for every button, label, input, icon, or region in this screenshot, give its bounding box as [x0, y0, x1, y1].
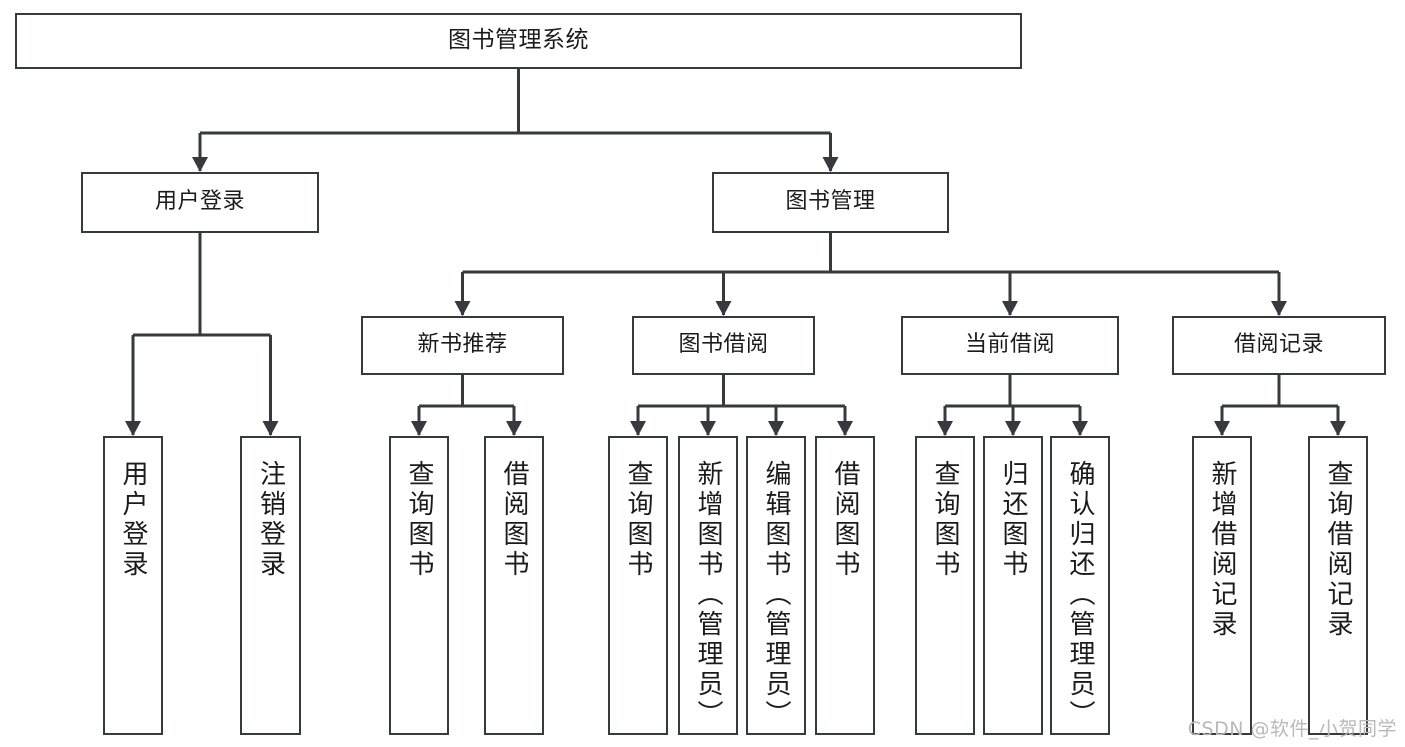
node-label: 用户登录: [154, 189, 245, 215]
node-leaf-13[interactable]: 查询借阅记录: [1308, 436, 1368, 735]
arrowhead-icon: [822, 157, 839, 172]
node-leaf-3[interactable]: 查询图书: [389, 436, 449, 735]
arrowhead-icon: [411, 421, 427, 436]
arrowhead-icon: [837, 421, 853, 436]
node-login[interactable]: 用户登录: [81, 172, 319, 233]
node-label: 编辑图书（管理员）: [761, 460, 791, 730]
arrowhead-icon: [1002, 301, 1018, 316]
node-root[interactable]: 图书管理系统: [15, 13, 1022, 69]
arrowhead-icon: [506, 421, 522, 436]
node-leaf-2[interactable]: 注销登录: [240, 436, 301, 735]
arrowhead-icon: [768, 421, 784, 436]
node-label: 新增图书（管理员）: [693, 460, 723, 730]
node-borrow[interactable]: 图书借阅: [632, 316, 815, 375]
arrowhead-icon: [700, 421, 716, 436]
node-label: 新增借阅记录: [1207, 460, 1237, 640]
node-leaf-6[interactable]: 新增图书（管理员）: [678, 436, 738, 735]
arrowhead-icon: [262, 421, 279, 436]
node-leaf-10[interactable]: 归还图书: [983, 436, 1043, 735]
arrowhead-icon: [125, 421, 141, 436]
node-label: 借阅图书: [499, 460, 529, 580]
node-leaf-12[interactable]: 新增借阅记录: [1192, 436, 1252, 735]
node-label: 图书借阅: [678, 332, 769, 358]
node-leaf-9[interactable]: 查询图书: [915, 436, 975, 735]
arrowhead-icon: [1214, 421, 1230, 436]
node-label: 查询图书: [623, 460, 653, 580]
node-label: 确认归还（管理员）: [1065, 460, 1095, 730]
node-leaf-7[interactable]: 编辑图书（管理员）: [746, 436, 806, 735]
node-label: 用户登录: [118, 460, 148, 580]
node-label: 查询图书: [404, 460, 434, 580]
node-leaf-1[interactable]: 用户登录: [103, 436, 163, 735]
arrowhead-icon: [630, 421, 646, 436]
node-current[interactable]: 当前借阅: [901, 316, 1119, 375]
node-label: 借阅记录: [1233, 332, 1324, 358]
node-leaf-5[interactable]: 查询图书: [608, 436, 668, 735]
node-label: 当前借阅: [964, 332, 1055, 358]
node-label: 查询图书: [930, 460, 960, 580]
arrowhead-icon: [192, 157, 208, 172]
node-label: 借阅图书: [830, 460, 860, 580]
node-label: 图书管理系统: [448, 27, 589, 54]
node-leaf-4[interactable]: 借阅图书: [484, 436, 544, 735]
node-newbook[interactable]: 新书推荐: [361, 316, 564, 375]
node-label: 新书推荐: [417, 332, 508, 358]
arrowhead-icon: [454, 301, 471, 316]
node-leaf-11[interactable]: 确认归还（管理员）: [1050, 436, 1110, 735]
node-label: 归还图书: [998, 460, 1028, 580]
node-label: 注销登录: [255, 460, 286, 580]
node-label: 查询借阅记录: [1323, 460, 1353, 640]
node-records[interactable]: 借阅记录: [1172, 316, 1386, 375]
arrowhead-icon: [937, 421, 953, 436]
arrowhead-icon: [1271, 301, 1287, 316]
arrowhead-icon: [1072, 421, 1088, 436]
node-label: 图书管理: [785, 189, 876, 215]
arrowhead-icon: [1330, 421, 1346, 436]
node-leaf-8[interactable]: 借阅图书: [815, 436, 875, 735]
arrowhead-icon: [715, 301, 732, 316]
arrowhead-icon: [1005, 421, 1021, 436]
node-bookmgmt[interactable]: 图书管理: [712, 172, 949, 233]
